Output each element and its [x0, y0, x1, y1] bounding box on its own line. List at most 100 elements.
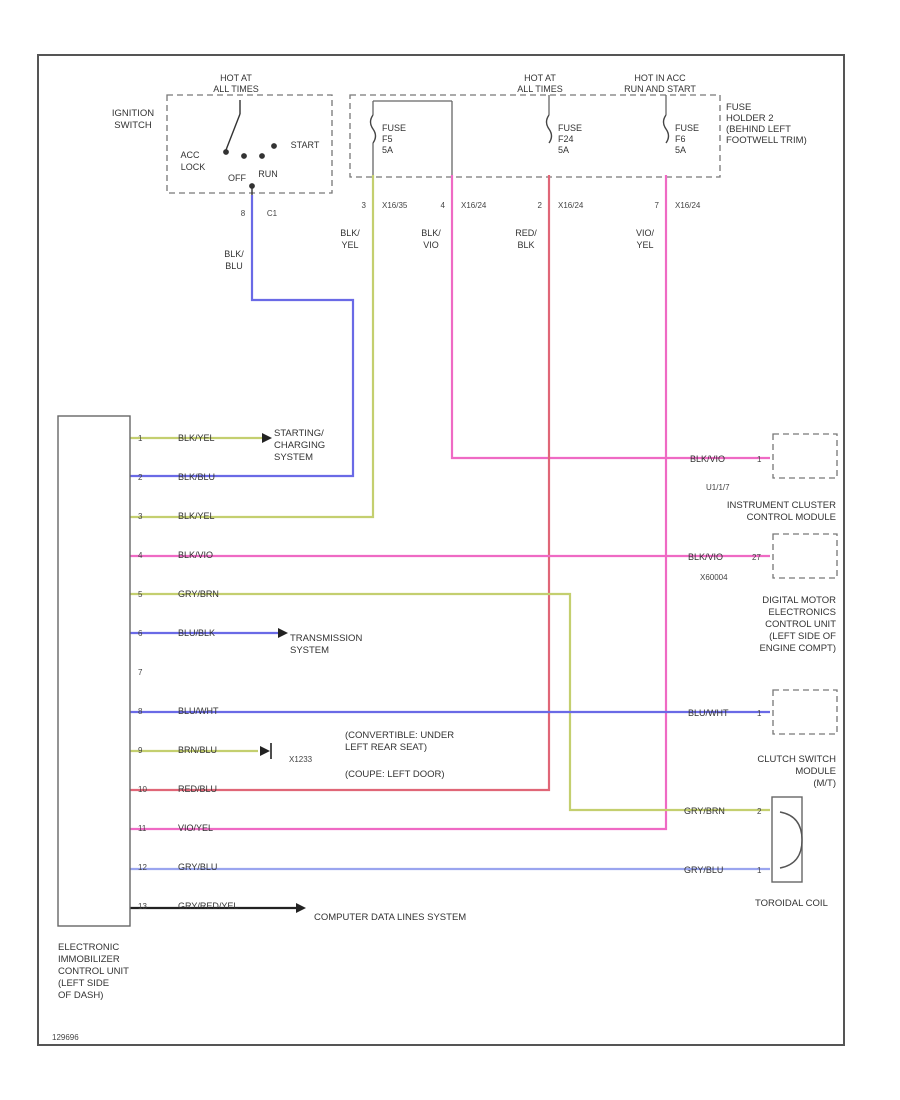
- svg-text:COMPUTER DATA LINES SYSTEM: COMPUTER DATA LINES SYSTEM: [314, 912, 466, 923]
- arrow-markers: [260, 433, 306, 913]
- svg-text:F6: F6: [675, 134, 686, 144]
- svg-text:ELECTRONICS: ELECTRONICS: [768, 607, 836, 618]
- wire-blk-yel-fuse-f5: [130, 175, 375, 519]
- svg-text:RUN AND START: RUN AND START: [624, 84, 696, 94]
- svg-text:YEL: YEL: [341, 240, 358, 250]
- svg-text:VIO: VIO: [423, 240, 439, 250]
- ecu-pin-number: 10: [138, 785, 147, 794]
- svg-text:SYSTEM: SYSTEM: [274, 452, 313, 463]
- ecu-pin-number: 11: [138, 824, 147, 833]
- svg-text:LEFT REAR SEAT): LEFT REAR SEAT): [345, 742, 427, 753]
- fuse-holder: HOT AT ALL TIMES HOT IN ACC RUN AND STAR…: [349, 73, 807, 210]
- wires: [130, 175, 770, 910]
- svg-text:F5: F5: [382, 134, 393, 144]
- svg-text:CLUTCH SWITCH: CLUTCH SWITCH: [757, 754, 836, 765]
- wire-blk-blu-ignition: [130, 195, 355, 478]
- ecu-pin-number: 1: [138, 434, 143, 443]
- svg-text:SYSTEM: SYSTEM: [290, 645, 329, 656]
- svg-text:2: 2: [757, 807, 762, 816]
- arrow-computer-data-icon: [296, 903, 306, 913]
- ecu-pin-number: 6: [138, 629, 143, 638]
- svg-text:CHARGING: CHARGING: [274, 440, 325, 451]
- svg-text:1: 1: [757, 709, 762, 718]
- svg-text:FOOTWELL TRIM): FOOTWELL TRIM): [726, 135, 807, 146]
- svg-text:YEL: YEL: [636, 240, 653, 250]
- svg-text:BLK/: BLK/: [421, 228, 441, 238]
- vertical-wire-labels: BLK/ BLU BLK/ YEL BLK/ VIO RED/ BLK VIO/…: [224, 228, 654, 271]
- wire-gry-brn-coil: [130, 592, 770, 812]
- svg-text:BLK/VIO: BLK/VIO: [688, 552, 723, 562]
- ecu-pin-number: 2: [138, 473, 143, 482]
- ecu-wire-color-label: VIO/YEL: [178, 823, 213, 833]
- svg-text:SWITCH: SWITCH: [114, 120, 152, 131]
- ecu-wire-color-label: BLK/YEL: [178, 511, 215, 521]
- svg-text:MODULE: MODULE: [795, 766, 836, 777]
- svg-text:FUSE: FUSE: [726, 102, 751, 113]
- svg-text:GRY/BLU: GRY/BLU: [684, 865, 723, 875]
- svg-text:RUN: RUN: [258, 169, 278, 179]
- ecu-wire-color-label: GRY/BLU: [178, 862, 217, 872]
- svg-text:8: 8: [241, 209, 246, 218]
- svg-text:(CONVERTIBLE: UNDER: (CONVERTIBLE: UNDER: [345, 730, 454, 741]
- ecu-wire-color-label: BLK/YEL: [178, 433, 215, 443]
- svg-text:CONTROL MODULE: CONTROL MODULE: [747, 512, 836, 523]
- svg-text:X1233: X1233: [289, 755, 313, 764]
- svg-text:CONTROL UNIT: CONTROL UNIT: [58, 966, 129, 977]
- svg-text:F24: F24: [558, 134, 574, 144]
- ecu-wire-color-label: BLU/BLK: [178, 628, 215, 638]
- svg-text:(LEFT SIDE: (LEFT SIDE: [58, 978, 109, 989]
- fuse-f24: FUSE F24 5A: [545, 95, 582, 155]
- svg-text:BLU: BLU: [225, 261, 243, 271]
- destination-labels: STARTING/ CHARGING SYSTEM TRANSMISSION S…: [274, 428, 466, 923]
- svg-text:RED/: RED/: [515, 228, 537, 238]
- svg-text:STARTING/: STARTING/: [274, 428, 324, 439]
- ignition-switch-contacts: [223, 100, 277, 195]
- svg-text:U1/1/7: U1/1/7: [706, 483, 730, 492]
- svg-text:FUSE: FUSE: [558, 123, 582, 133]
- toroidal-coil: GRY/BRN 2 GRY/BLU 1 TOROIDAL COIL: [684, 796, 828, 909]
- svg-text:ALL TIMES: ALL TIMES: [213, 84, 259, 94]
- ecu-pin-number: 9: [138, 746, 143, 755]
- ecu-wire-color-label: BRN/BLU: [178, 745, 217, 755]
- arrow-transmission-icon: [278, 628, 288, 638]
- svg-text:BLU/WHT: BLU/WHT: [688, 708, 729, 718]
- svg-text:BLK/: BLK/: [340, 228, 360, 238]
- svg-text:LOCK: LOCK: [181, 162, 206, 172]
- arrow-starting-icon: [262, 433, 272, 443]
- svg-text:2: 2: [538, 201, 543, 210]
- digital-motor-electronics: BLK/VIO 27 X60004 DIGITAL MOTOR ELECTRON…: [688, 533, 838, 654]
- svg-text:OF DASH): OF DASH): [58, 990, 103, 1001]
- svg-text:(BEHIND LEFT: (BEHIND LEFT: [726, 124, 791, 135]
- svg-text:BLK/VIO: BLK/VIO: [690, 454, 725, 464]
- svg-text:HOT AT: HOT AT: [220, 73, 252, 83]
- svg-text:1: 1: [757, 866, 762, 875]
- svg-text:X60004: X60004: [700, 573, 728, 582]
- wire-vio-yel-fuse-f6: [130, 175, 668, 831]
- svg-text:HOLDER 2: HOLDER 2: [726, 113, 774, 124]
- wire-blk-vio-cluster: [450, 175, 770, 460]
- svg-text:CONTROL UNIT: CONTROL UNIT: [765, 619, 836, 630]
- svg-text:START: START: [291, 140, 320, 150]
- fuse-holder-pins: 3 X16/35 4 X16/24 2 X16/24 7 X16/24: [362, 201, 701, 210]
- svg-text:FUSE: FUSE: [675, 123, 699, 133]
- ecu-wire-color-label: BLU/WHT: [178, 706, 219, 716]
- ecu-wire-color-label: BLK/BLU: [178, 472, 215, 482]
- svg-text:ELECTRONIC: ELECTRONIC: [58, 942, 119, 953]
- svg-text:VIO/: VIO/: [636, 228, 655, 238]
- svg-text:OFF: OFF: [228, 173, 246, 183]
- svg-text:5A: 5A: [382, 145, 393, 155]
- svg-text:TRANSMISSION: TRANSMISSION: [290, 633, 362, 644]
- svg-text:HOT IN ACC: HOT IN ACC: [634, 73, 686, 83]
- svg-text:5A: 5A: [675, 145, 686, 155]
- svg-text:5A: 5A: [558, 145, 569, 155]
- ignition-switch: IGNITION SWITCH HOT AT ALL TIMES ACC LOC…: [112, 73, 333, 218]
- svg-text:DIGITAL MOTOR: DIGITAL MOTOR: [762, 595, 836, 606]
- svg-text:ACC: ACC: [180, 150, 200, 160]
- ecu-wire-color-label: GRY/RED/YEL: [178, 901, 238, 911]
- svg-text:X16/35: X16/35: [382, 201, 408, 210]
- svg-text:IGNITION: IGNITION: [112, 108, 154, 119]
- svg-text:27: 27: [752, 553, 761, 562]
- svg-text:(LEFT SIDE OF: (LEFT SIDE OF: [769, 631, 836, 642]
- fuse-f5: FUSE F5 5A: [369, 114, 406, 175]
